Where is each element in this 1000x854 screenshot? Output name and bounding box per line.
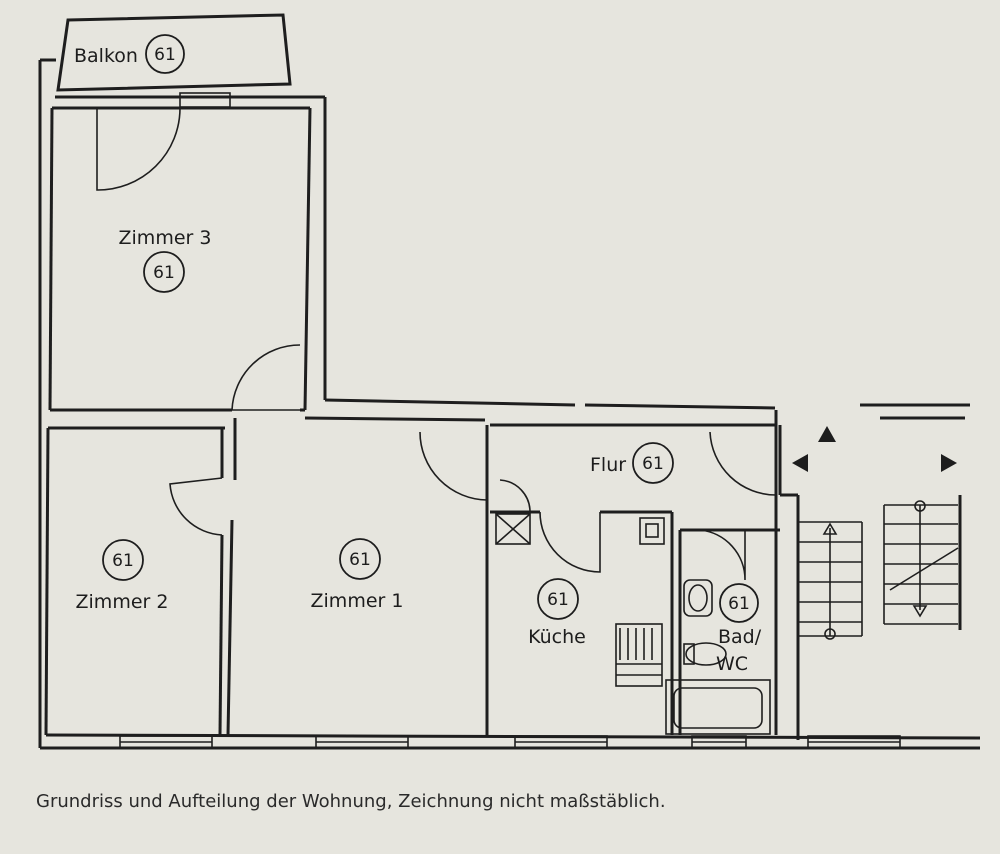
- walls: [38, 58, 981, 750]
- room-label-zimmer3: Zimmer 3 61: [119, 227, 212, 293]
- flur-label: Flur: [590, 454, 626, 476]
- room-label-balkon: Balkon 61: [74, 34, 185, 74]
- arrow-up-icon: [818, 426, 836, 442]
- bathroom-fixtures: [665, 579, 771, 735]
- room-label-kueche: 61 Küche: [528, 578, 586, 648]
- zimmer2-label: Zimmer 2: [76, 591, 169, 613]
- plan-caption: Grundriss und Aufteilung der Wohnung, Ze…: [36, 791, 666, 812]
- kueche-number: 61: [547, 590, 569, 610]
- zimmer3-label: Zimmer 3: [119, 227, 212, 249]
- zimmer1-label: Zimmer 1: [311, 590, 404, 612]
- room-label-flur: Flur 61: [590, 442, 674, 484]
- zimmer2-number: 61: [112, 551, 134, 571]
- stairwell: [798, 500, 959, 640]
- bad-label-line1: Bad/: [718, 626, 762, 648]
- flur-number: 61: [642, 454, 664, 474]
- balcony: [56, 13, 292, 92]
- room-label-bad: 61 Bad/ WC: [716, 583, 762, 675]
- room-label-zimmer2: 61 Zimmer 2: [76, 539, 169, 613]
- bad-label-line2: WC: [716, 653, 748, 675]
- balkon-label: Balkon: [74, 45, 138, 67]
- direction-arrows: [792, 426, 957, 472]
- kueche-label: Küche: [528, 626, 586, 648]
- zimmer1-number: 61: [349, 550, 371, 570]
- doors: [96, 107, 777, 581]
- balkon-number: 61: [154, 45, 176, 65]
- windows: [119, 92, 901, 749]
- bad-number: 61: [728, 594, 750, 614]
- arrow-right-icon: [941, 454, 957, 472]
- arrow-left-icon: [792, 454, 808, 472]
- kitchen-fixtures: [495, 513, 665, 687]
- zimmer3-number: 61: [153, 263, 175, 283]
- room-label-zimmer1: 61 Zimmer 1: [311, 538, 404, 612]
